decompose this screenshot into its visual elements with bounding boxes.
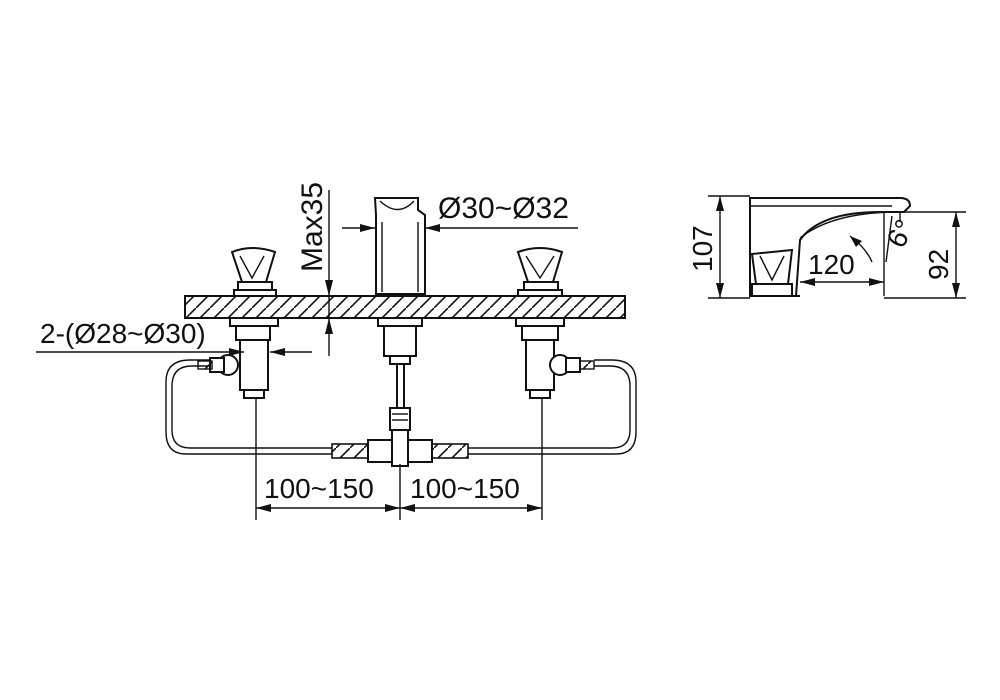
- front-view: Max35 Ø30~Ø32 2-(Ø28~Ø30) 100~150: [36, 182, 637, 520]
- center-spout: [373, 197, 426, 431]
- dim-outlet-height: 92: [884, 211, 966, 299]
- tee-connector: [331, 429, 469, 467]
- label-reach: 120: [808, 249, 855, 280]
- dim-spout-hole: Ø30~Ø32: [342, 192, 578, 232]
- side-handle: [750, 248, 794, 297]
- label-spacing-right: 100~150: [410, 473, 520, 504]
- dim-total-height: 107: [687, 195, 750, 299]
- dim-spacing-right: 100~150: [400, 473, 542, 512]
- label-angle: 6°: [880, 214, 920, 253]
- dim-angle: 6°: [849, 214, 921, 263]
- side-view: 107 120 6° 92: [687, 195, 966, 299]
- supply-hoses: [165, 359, 637, 455]
- label-max35: Max35: [296, 182, 329, 272]
- label-handle-holes: 2-(Ø28~Ø30): [40, 318, 206, 349]
- dim-handle-holes: 2-(Ø28~Ø30): [36, 318, 312, 356]
- dim-max35: Max35: [296, 182, 333, 356]
- dim-spacing-left: 100~150: [256, 473, 400, 512]
- label-spout-hole: Ø30~Ø32: [438, 192, 569, 225]
- left-handle-valve: [197, 247, 279, 399]
- label-outlet-height: 92: [923, 249, 954, 280]
- label-spacing-left: 100~150: [264, 473, 374, 504]
- dim-reach: 120: [800, 222, 885, 296]
- label-total-height: 107: [687, 225, 718, 272]
- right-handle-valve: [515, 247, 595, 399]
- countertop-section: [184, 295, 626, 319]
